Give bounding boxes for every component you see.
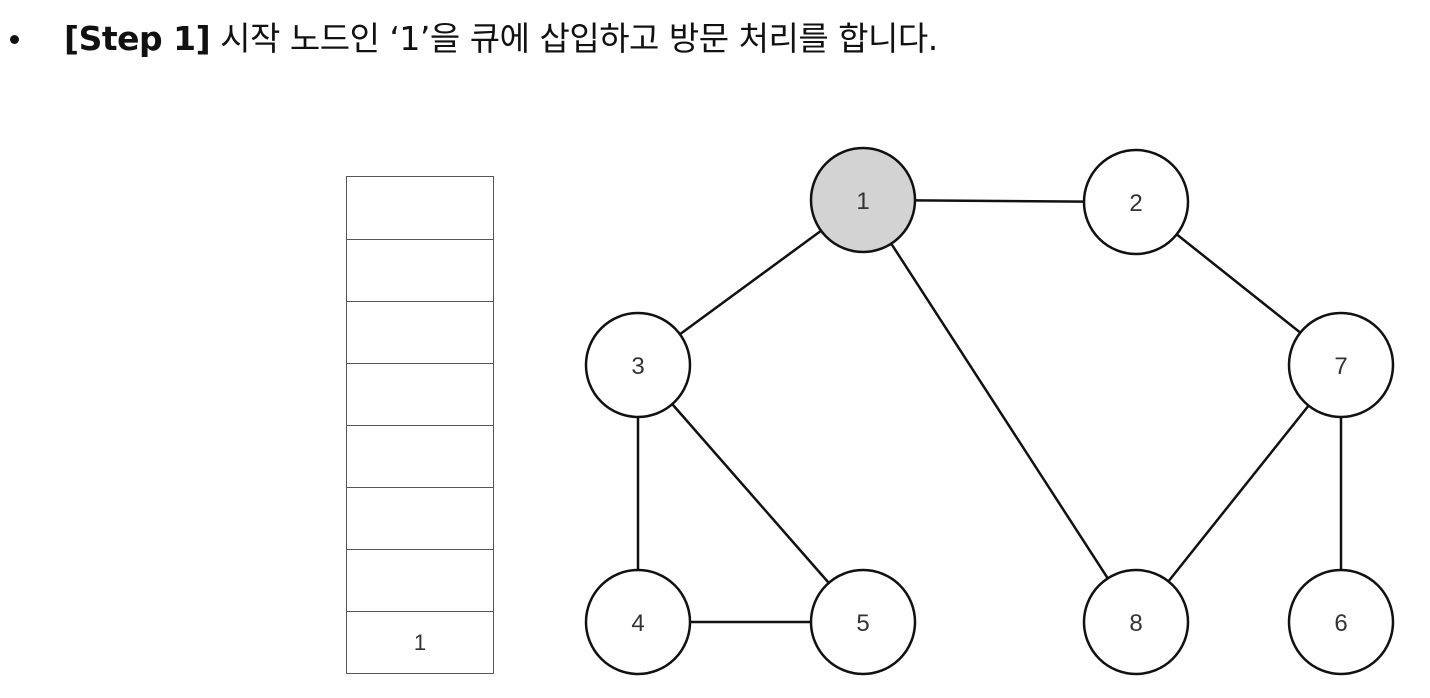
queue: 1 [346,176,494,674]
node-5: 5 [809,568,917,676]
node-2: 2 [1082,148,1190,256]
node-7: 7 [1287,311,1395,419]
node-3: 3 [584,311,692,419]
node-label: 6 [1334,610,1347,637]
node-circle [1082,148,1190,256]
node-4: 4 [584,568,692,676]
node-label: 7 [1334,353,1347,380]
queue-cell [347,363,493,425]
node-label: 5 [856,610,869,637]
node-circle [1287,311,1395,419]
step-description: 시작 노드인 ‘1’을 큐에 삽입하고 방문 처리를 합니다. [210,19,938,58]
edge-1-3 [679,229,822,336]
node-circle [809,146,917,254]
queue-cell [347,301,493,363]
queue-cell [347,549,493,611]
queue-cell [347,239,493,301]
edge-1-2 [914,199,1085,203]
node-circle [584,568,692,676]
queue-cell [347,487,493,549]
node-label: 8 [1129,610,1142,637]
node-8: 8 [1082,568,1190,676]
queue-cell: 1 [347,611,493,673]
bullet-icon [10,35,19,44]
step-label: [Step 1] [64,19,211,58]
node-label: 2 [1129,190,1142,217]
queue-cell [347,425,493,487]
edge-2-7 [1175,233,1302,334]
node-1: 1 [809,146,917,254]
node-circle [1287,568,1395,676]
node-label: 4 [631,610,644,637]
step-title: [Step 1] 시작 노드인 ‘1’을 큐에 삽입하고 방문 처리를 합니다. [64,16,938,62]
edge-7-8 [1167,404,1310,583]
node-label: 3 [631,353,644,380]
node-circle [584,311,692,419]
node-circle [809,568,917,676]
edge-3-5 [671,403,830,584]
node-label: 1 [856,188,869,215]
node-6: 6 [1287,568,1395,676]
step-header: [Step 1] 시작 노드인 ‘1’을 큐에 삽입하고 방문 처리를 합니다. [0,14,1430,74]
node-circle [1082,568,1190,676]
edge-1-8 [890,242,1109,580]
